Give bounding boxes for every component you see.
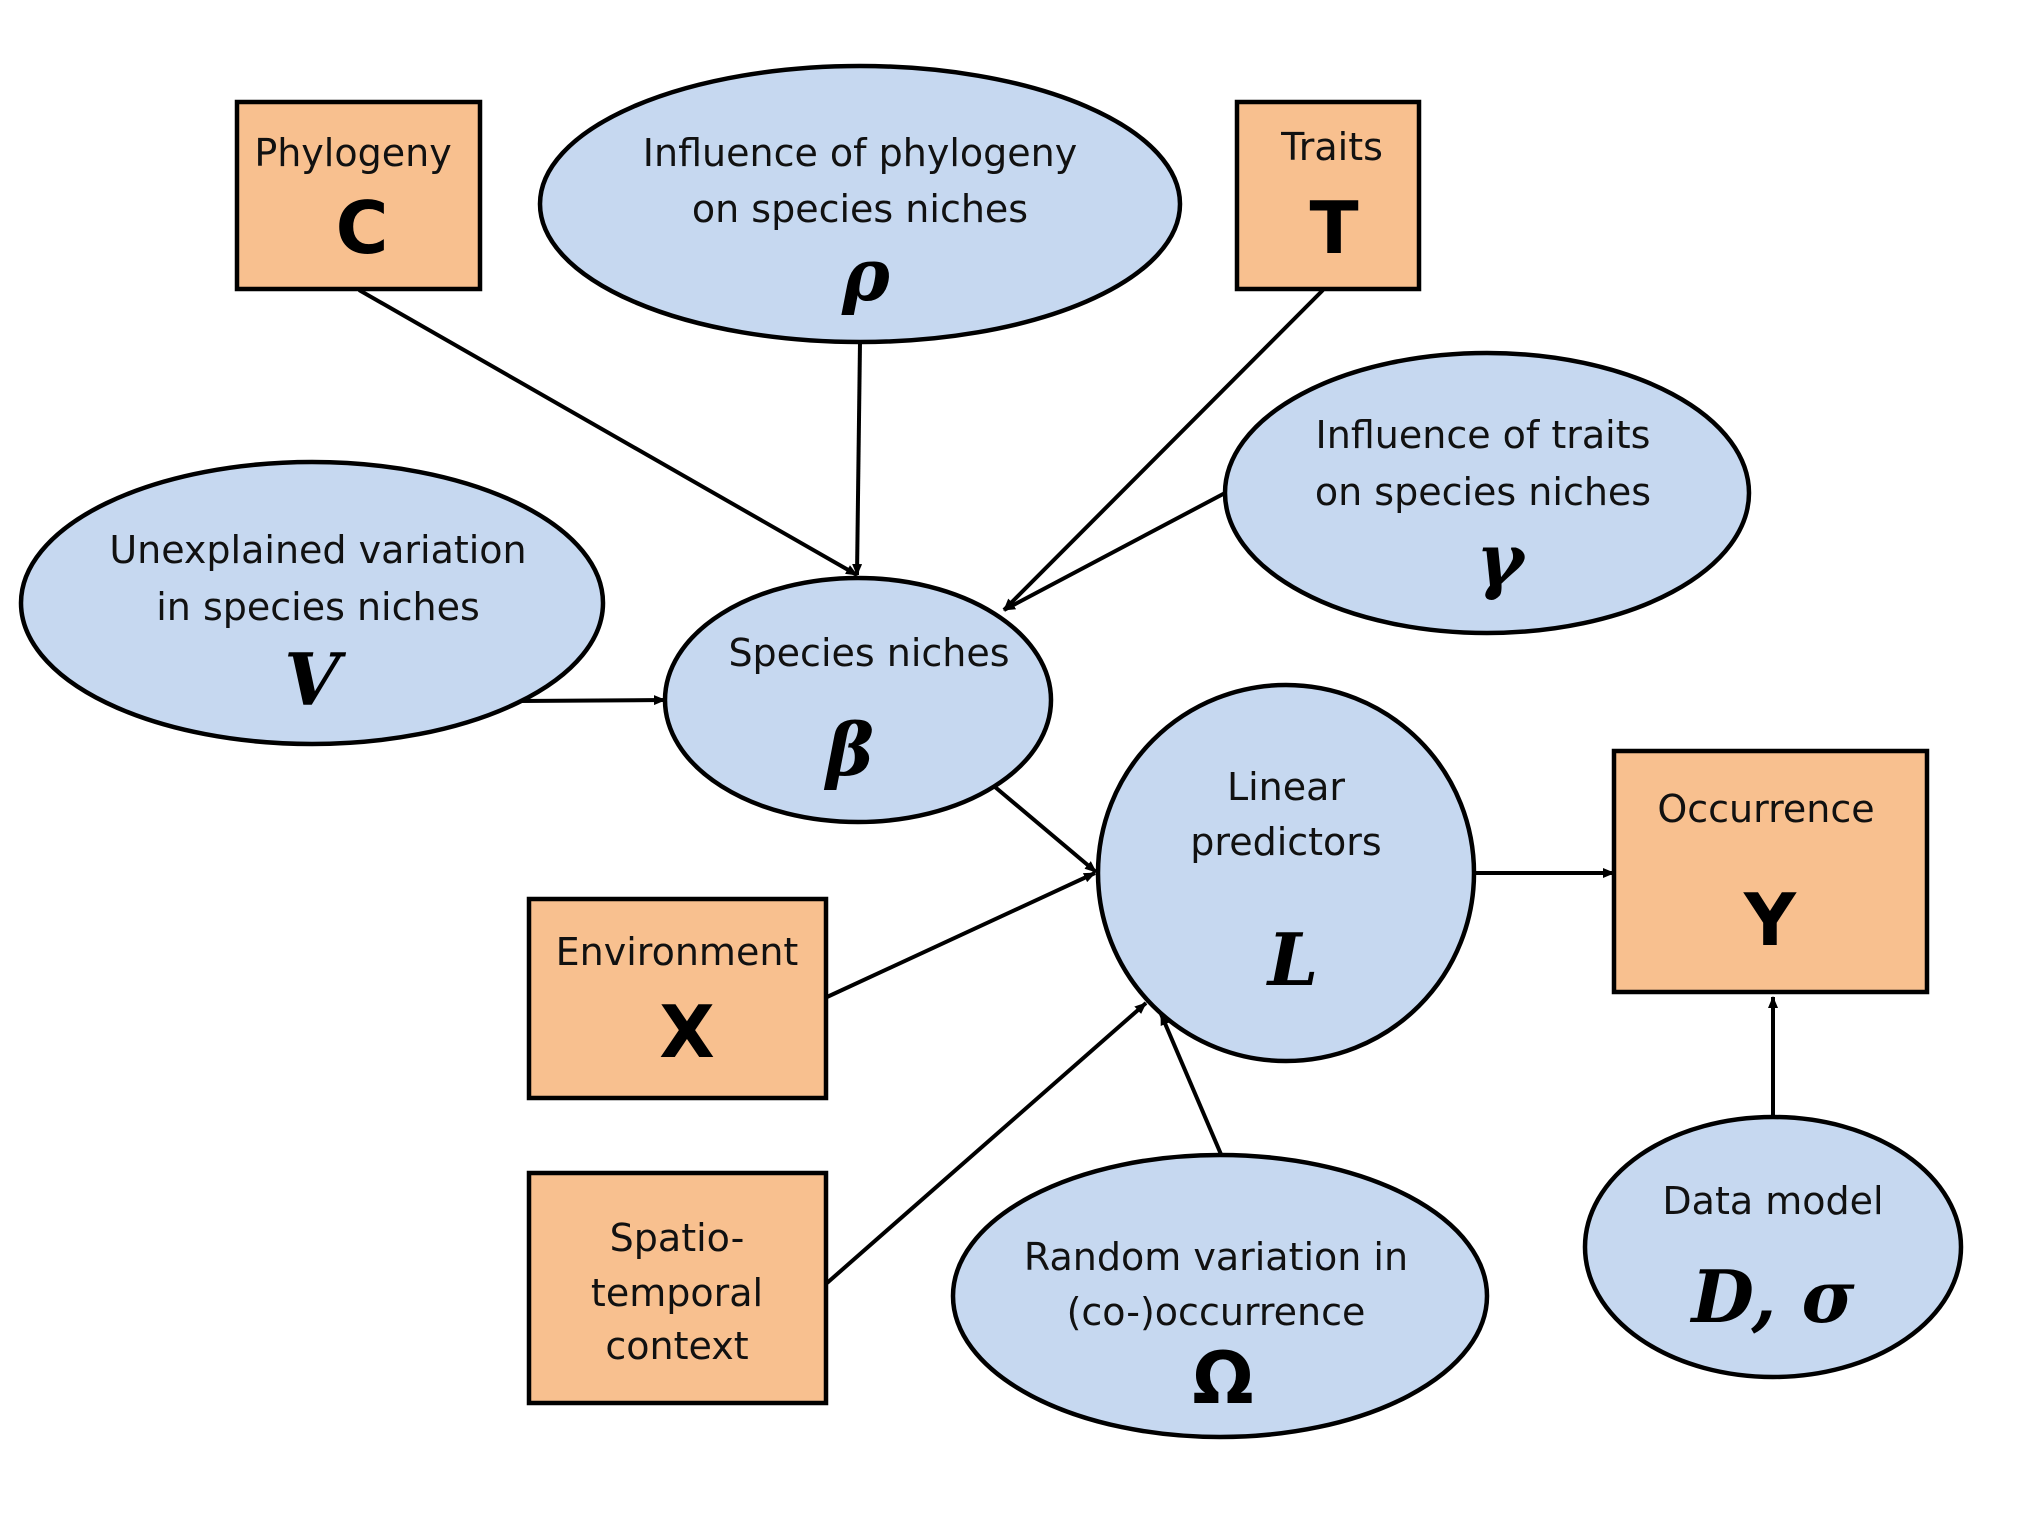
occurrence-label: Occurrence — [1657, 787, 1874, 831]
linear-predictors-ellipse — [1095, 682, 1477, 1064]
linear-predictors-symbol: L — [1266, 917, 1319, 1002]
random-variation-label-line1: Random variation in — [1024, 1235, 1408, 1279]
linear-predictors-label-line1: Linear — [1227, 765, 1345, 809]
edge-random-variation-to-linear-predictors — [1159, 1013, 1225, 1160]
node-data-model: Data model D, σ — [1582, 1114, 1964, 1380]
edge-species-niches-to-linear-predictors — [993, 785, 1098, 874]
random-variation-symbol: Ω — [1192, 1336, 1253, 1420]
node-traits: Traits T — [1234, 99, 1422, 292]
phylogeny-box — [234, 99, 483, 292]
edge-traits-influence-to-species-niches — [1003, 491, 1226, 612]
unexplained-variation-symbol: V — [284, 637, 346, 722]
species-niches-ellipse — [662, 575, 1054, 825]
node-phylogeny-influence: Influence of phylogeny on species niches… — [537, 63, 1183, 345]
node-phylogeny: Phylogeny C — [234, 99, 483, 292]
node-spatiotemporal-context: Spatio- temporal context — [526, 1170, 829, 1406]
random-variation-label-line2: (co-)occurrence — [1067, 1290, 1366, 1334]
phylogeny-symbol: C — [336, 186, 389, 270]
phylogeny-influence-ellipse — [537, 63, 1183, 345]
node-traits-influence: Influence of traits on species niches γ — [1222, 350, 1752, 636]
occurrence-symbol: Y — [1743, 878, 1797, 962]
traits-influence-ellipse — [1222, 350, 1752, 636]
traits-influence-label-line2: on species niches — [1315, 470, 1651, 514]
node-species-niches: Species niches β — [662, 575, 1054, 825]
data-model-ellipse — [1582, 1114, 1964, 1380]
edges — [358, 288, 1778, 1285]
traits-symbol: T — [1309, 186, 1358, 270]
phylogeny-influence-symbol: ρ — [841, 232, 891, 317]
phylogeny-influence-label-line2: on species niches — [692, 187, 1028, 231]
spatiotemporal-box — [526, 1170, 829, 1406]
unexplained-variation-label-line2: in species niches — [156, 585, 480, 629]
edge-unexplained-variation-to-species-niches — [518, 695, 666, 706]
traits-box — [1234, 99, 1422, 292]
data-model-label: Data model — [1662, 1179, 1883, 1223]
spatiotemporal-label-line2: temporal — [591, 1271, 763, 1315]
environment-symbol: X — [659, 990, 715, 1074]
edge-phylogeny-influence-to-species-niches — [852, 341, 863, 576]
edge-environment-to-linear-predictors — [826, 871, 1096, 999]
random-variation-ellipse — [950, 1152, 1490, 1440]
unexplained-variation-ellipse — [18, 459, 606, 747]
linear-predictors-label-line2: predictors — [1190, 820, 1381, 864]
occurrence-box — [1611, 748, 1930, 995]
species-niches-symbol: β — [823, 707, 874, 792]
unexplained-variation-label-line1: Unexplained variation — [109, 528, 526, 572]
data-model-symbol: D, σ — [1689, 1254, 1855, 1339]
node-environment: Environment X — [526, 896, 829, 1101]
traits-influence-label-line1: Influence of traits — [1316, 413, 1651, 457]
species-niches-label: Species niches — [728, 631, 1009, 675]
spatiotemporal-label-line3: context — [605, 1324, 748, 1368]
edge-phylogeny-to-species-niches — [358, 288, 858, 577]
phylogeny-label: Phylogeny — [254, 131, 451, 175]
node-random-variation: Random variation in (co-)occurrence Ω — [950, 1152, 1490, 1440]
node-occurrence: Occurrence Y — [1611, 748, 1930, 995]
node-unexplained-variation: Unexplained variation in species niches … — [18, 459, 606, 747]
environment-box — [526, 896, 829, 1101]
environment-label: Environment — [556, 930, 799, 974]
spatiotemporal-label-line1: Spatio- — [610, 1216, 745, 1260]
traits-label: Traits — [1280, 125, 1383, 169]
node-linear-predictors: Linear predictors L — [1095, 682, 1477, 1064]
traits-influence-symbol: γ — [1476, 517, 1527, 602]
edge-traits-to-species-niches — [1002, 288, 1325, 612]
edge-spatiotemporal-to-linear-predictors — [825, 1001, 1148, 1285]
phylogeny-influence-label-line1: Influence of phylogeny — [643, 131, 1077, 175]
